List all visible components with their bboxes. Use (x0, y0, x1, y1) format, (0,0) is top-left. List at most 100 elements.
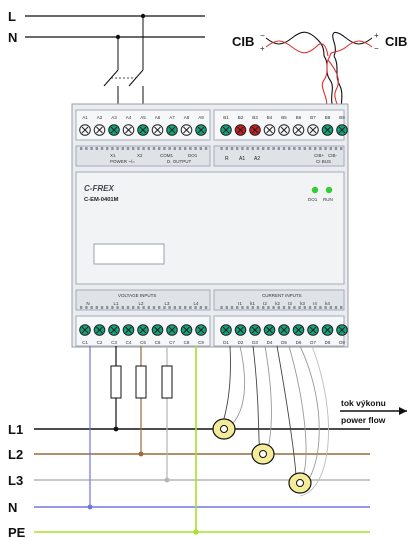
voltage-wiring (87, 346, 199, 535)
terminal-label: B1 (223, 115, 229, 120)
terminal-label: D5 (281, 340, 287, 345)
terminal-label: A1 (82, 115, 88, 120)
current-label: k4 (325, 301, 330, 306)
flow-label-cz: tok výkonu (341, 398, 386, 408)
terminal-label: D3 (252, 340, 258, 345)
svg-text:−: − (374, 44, 379, 53)
bottom-left-terminals: C1 C2 C3 C4 C5 C6 C7 C8 C9 (79, 324, 207, 345)
terminal-label: C3 (111, 340, 117, 345)
line-label-l3: L3 (8, 473, 23, 488)
line-label-l: L (8, 9, 16, 24)
terminal-label: A6 (155, 115, 161, 120)
terminal-label: B5 (281, 115, 287, 120)
current-label: k2 (275, 301, 280, 306)
led-label-do1: DO1 (308, 197, 318, 202)
svg-text:−: − (260, 31, 265, 40)
label-a2: A2 (254, 156, 260, 162)
cib-right-label: CIB (385, 34, 407, 49)
bottom-right-terminals: D1 D2 D3 D4 D5 D6 D7 D8 D9 (220, 324, 348, 345)
label-d-output: D. OUTPUT (167, 159, 192, 164)
line-label-pe: PE (8, 525, 26, 538)
terminal-label: A7 (169, 115, 175, 120)
terminal-label: B6 (296, 115, 302, 120)
label-com1: COM1 (160, 153, 173, 158)
terminal-label: A4 (126, 115, 132, 120)
terminal-label: A8 (184, 115, 190, 120)
label-do1: DO1 (188, 153, 198, 158)
terminal-label: D8 (325, 340, 331, 345)
current-label: k3 (300, 301, 305, 306)
front-panel (75, 171, 345, 285)
led-run (325, 186, 333, 194)
line-label-l2: L2 (8, 447, 23, 462)
terminal-label: D1 (223, 340, 229, 345)
terminal-label: B8 (325, 115, 331, 120)
terminal-label: A2 (97, 115, 103, 120)
arrow-head-icon (399, 407, 407, 415)
voltage-label: L4 (193, 301, 199, 306)
line-label-n2: N (8, 500, 17, 515)
fuse-l3 (161, 365, 173, 399)
terminal-label: C8 (184, 340, 190, 345)
cib-left-label: CIB (232, 34, 254, 49)
voltage-inputs-title: VOLTAGE INPUTS (118, 293, 156, 298)
current-label: I1 (238, 301, 242, 306)
terminal-label: B4 (267, 115, 273, 120)
terminal-label: D7 (310, 340, 316, 345)
terminal-label: C6 (155, 340, 161, 345)
voltage-label: L3 (164, 301, 170, 306)
current-labels: I1 k1 I2 k2 I3 k3 I4 k4 (238, 301, 330, 306)
model-name: C-EM-0401M (84, 197, 119, 203)
led-label-run: RUN (323, 197, 333, 202)
label-window (93, 243, 165, 265)
fuse-l1 (110, 365, 122, 399)
ct-leads (218, 345, 329, 497)
terminal-label: D6 (296, 340, 302, 345)
line-label-n: N (8, 30, 17, 45)
label-cib-minus: CIB- (328, 153, 338, 158)
terminal-label: C5 (140, 340, 146, 345)
fuse-l2 (135, 365, 147, 399)
terminal-label: C4 (126, 340, 132, 345)
terminal-label: C9 (198, 340, 204, 345)
bottom-ridges (80, 306, 343, 309)
current-label: I3 (288, 301, 292, 306)
terminal-label: D9 (339, 340, 345, 345)
terminal-label: C1 (82, 340, 88, 345)
phase-lines: L1 L2 L3 N PE (8, 422, 370, 538)
label-x1: X1 (110, 153, 116, 158)
supply-lines: L N (8, 9, 205, 112)
label-r: R (225, 156, 229, 162)
cib-bus: CIB CIB − + + − (232, 31, 407, 113)
svg-text:+: + (374, 31, 379, 40)
terminal-label: B7 (310, 115, 316, 120)
terminal-label: D4 (267, 340, 273, 345)
power-flow: tok výkonu power flow (340, 398, 407, 425)
terminal-label: B2 (238, 115, 244, 120)
current-label: I2 (263, 301, 267, 306)
terminal-label: C2 (97, 340, 103, 345)
current-label: k1 (250, 301, 255, 306)
current-label: I4 (313, 301, 317, 306)
label-power: POWER ~/= (110, 159, 135, 164)
top-ridges (80, 147, 343, 150)
line-label-l1: L1 (8, 422, 23, 437)
terminal-label: A5 (140, 115, 146, 120)
voltage-label: N (86, 301, 89, 306)
voltage-label: L1 (113, 301, 119, 306)
label-ci-bus: CI BUS (316, 159, 331, 164)
terminal-label: C7 (169, 340, 175, 345)
flow-label-en: power flow (341, 415, 386, 425)
current-inputs-title: CURRENT INPUTS (262, 293, 302, 298)
terminal-label: A3 (111, 115, 117, 120)
terminal-label: D2 (238, 340, 244, 345)
svg-text:+: + (260, 44, 265, 53)
label-a1: A1 (239, 156, 245, 162)
label-cib-plus: CIB+ (314, 153, 325, 158)
terminal-label: B3 (252, 115, 258, 120)
